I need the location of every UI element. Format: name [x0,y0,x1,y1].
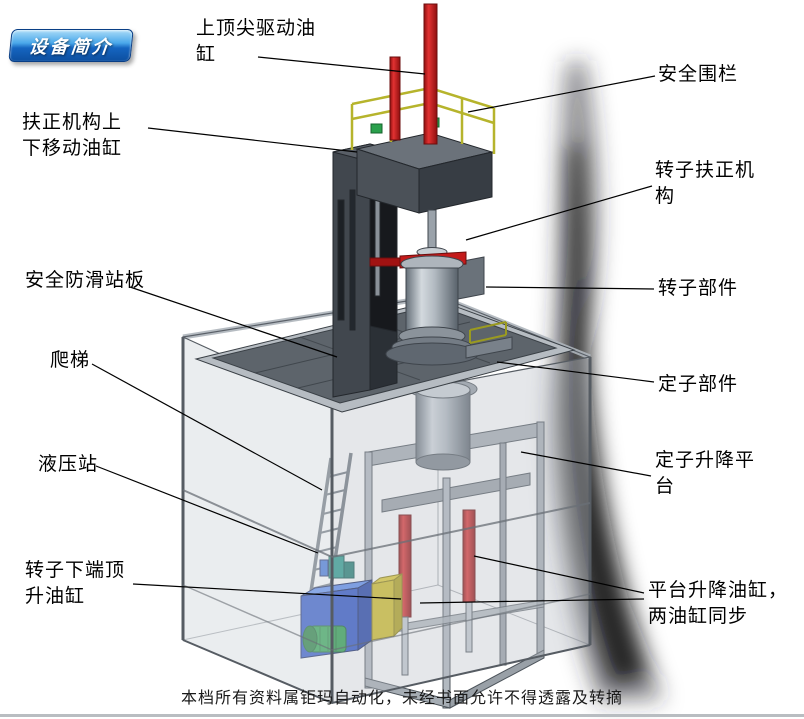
intro-badge: 设备简介 [8,29,134,62]
label-platform-lift-cylinders: 平台升降油缸，两油缸同步 [648,580,789,627]
label-safety-fence: 安全围栏 [658,64,739,85]
cast-shadow [549,60,664,702]
leader-lines [91,56,656,604]
intro-badge-label: 设备简介 [27,36,114,57]
label-stator-part: 定子部件 [658,374,739,395]
label-stator-lift-platform: 定子升降平台 [655,450,756,497]
label-hydraulic-station: 液压站 [38,454,99,475]
label-ladder: 爬梯 [50,350,91,371]
motor [302,625,347,653]
bottom-rule [0,714,804,717]
label-rotor-bottom-jack-cylinder: 转子下端顶升油缸 [25,560,126,607]
press-column [332,143,398,398]
label-rotor-centering-mechanism: 转子扶正机构 [655,160,756,207]
label-rotor-part: 转子部件 [658,278,739,299]
rotor-assembly [369,209,485,366]
label-centering-updown-cylinder: 扶正机构上下移动油缸 [22,112,123,159]
stator-clamp-frame [465,321,513,359]
top-drive-cylinder-graphic [389,3,438,145]
stator-cylinder [408,378,478,471]
head-box [355,132,494,214]
hydraulic-station-graphic [300,555,403,659]
footer-watermark: 本档所有资料属钜玛自动化，未经书面允许不得透露及转摘 [180,690,623,707]
label-antislip-platform: 安全防滑站板 [25,270,146,291]
enclosure-front [181,336,592,705]
label-top-drive-cylinder: 上顶尖驱动油缸 [196,18,317,65]
yellow-cabinet [371,573,403,641]
